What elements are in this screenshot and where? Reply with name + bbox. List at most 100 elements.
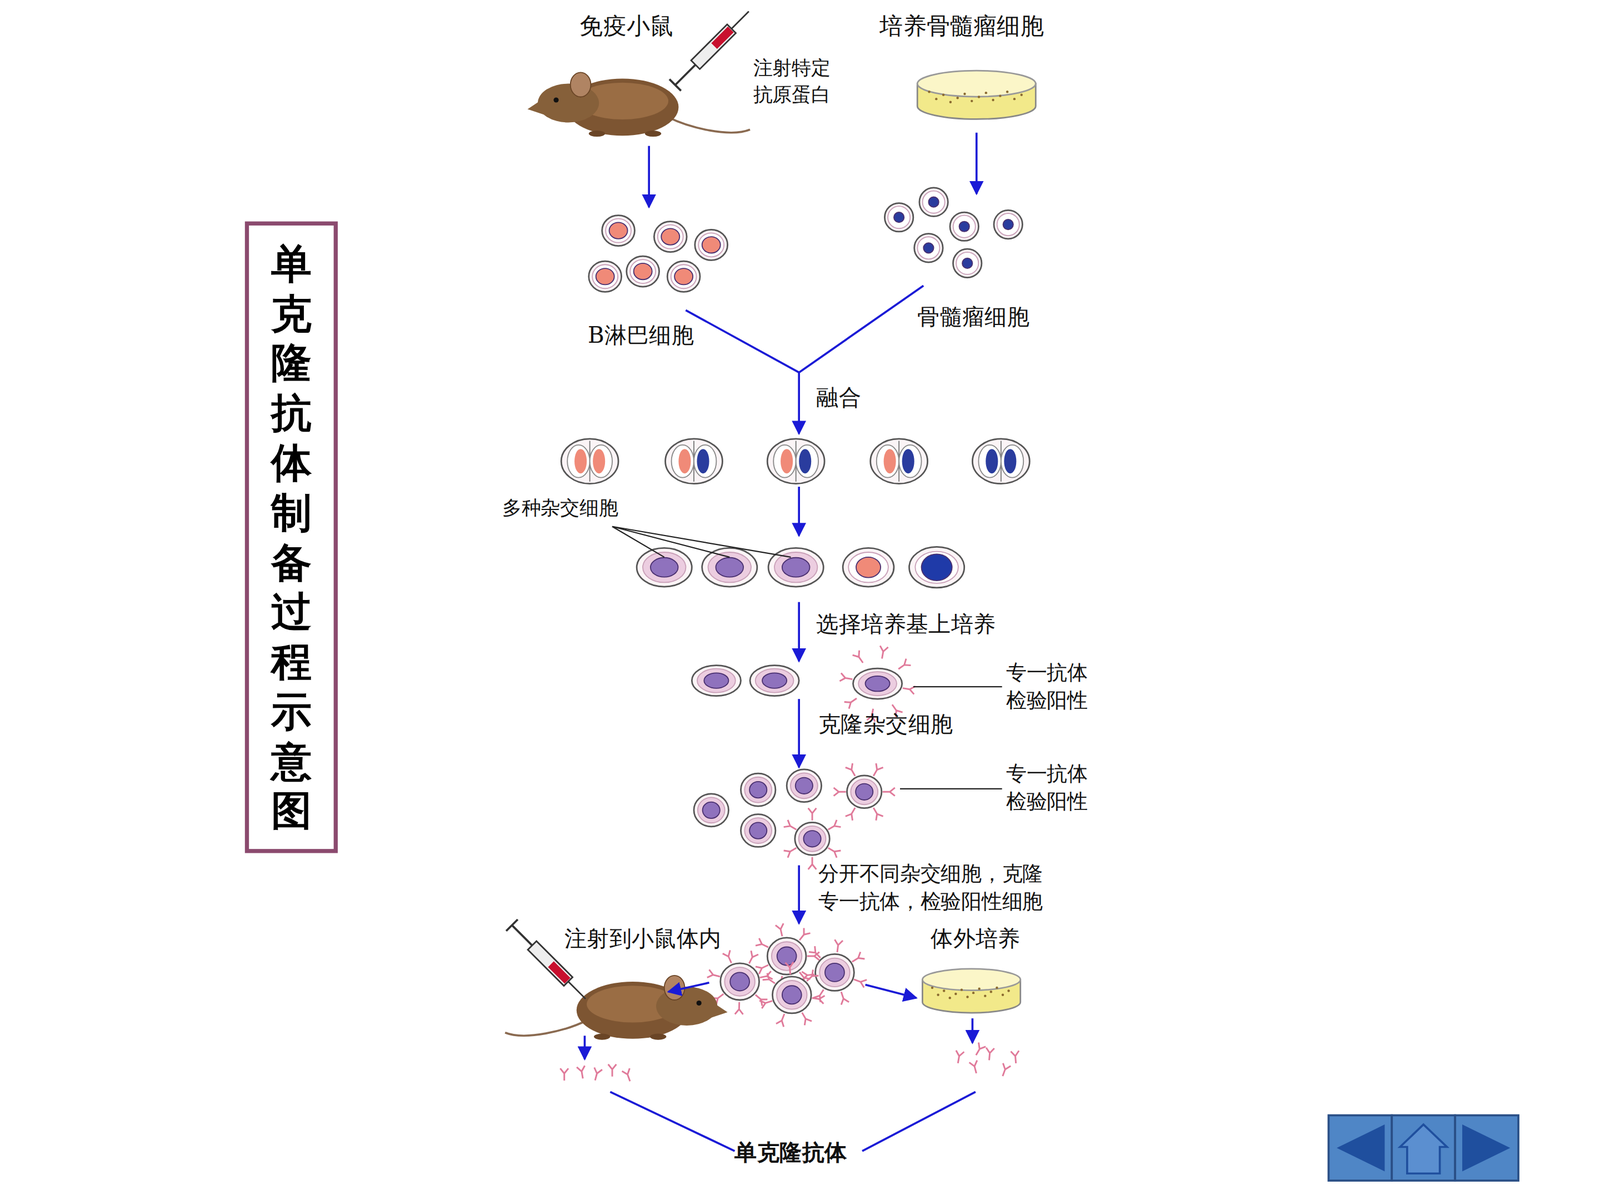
antibody — [1010, 1050, 1020, 1064]
cell — [691, 665, 741, 697]
antibody — [783, 820, 799, 834]
antibody — [850, 951, 865, 965]
antibody — [755, 961, 770, 974]
cell — [720, 963, 760, 1000]
step-label: 注射到小鼠体内 — [564, 923, 722, 954]
antibody — [852, 650, 867, 665]
antibody — [826, 844, 841, 858]
antibody — [707, 969, 722, 981]
mouse — [527, 72, 750, 137]
antibody — [755, 938, 770, 952]
antibody — [833, 787, 847, 797]
cell — [853, 668, 903, 699]
leader-line — [900, 788, 1003, 790]
flow-arrow — [975, 132, 978, 194]
vertical-title: 单克隆抗体制备过程示意图 — [270, 238, 313, 837]
antibody — [985, 1047, 995, 1061]
antibody — [826, 820, 841, 834]
mouse — [505, 975, 728, 1040]
antibody — [870, 763, 884, 778]
step-label: 融合 — [816, 382, 862, 414]
cell — [919, 187, 948, 217]
step-label: 单克隆抗体 — [734, 1137, 847, 1169]
antibody — [785, 962, 795, 975]
cell — [653, 221, 687, 253]
antibody — [808, 808, 817, 821]
cell — [636, 547, 692, 587]
step-label: 选择培养基上培养 — [816, 609, 996, 640]
flow-line — [610, 1091, 735, 1152]
antibody — [608, 1064, 617, 1077]
cell — [695, 229, 728, 260]
antibody — [998, 1063, 1011, 1078]
antibody — [803, 969, 819, 984]
cell — [667, 261, 700, 292]
cell — [842, 547, 894, 587]
fused-cell — [870, 438, 928, 484]
antibody — [798, 1010, 812, 1025]
step-label: 体外培养 — [930, 923, 1021, 954]
cell — [702, 547, 758, 587]
cell — [740, 814, 775, 848]
cell — [768, 547, 824, 587]
cell — [950, 212, 979, 241]
antibody — [845, 805, 859, 820]
flow-arrow — [668, 982, 709, 993]
petri-dish — [922, 968, 1020, 1013]
flow-arrow — [865, 984, 917, 998]
step-label: B淋巴细胞 — [587, 320, 694, 352]
flow-line — [862, 1091, 976, 1152]
cell — [795, 822, 830, 855]
antibody — [762, 973, 778, 988]
cell — [914, 233, 943, 263]
antibody — [775, 923, 787, 938]
step-label: 多种杂交细胞 — [502, 495, 619, 522]
step-label: 免疫小鼠 — [579, 10, 674, 42]
antibody — [811, 993, 825, 1004]
cell — [815, 953, 855, 991]
antibody — [796, 927, 810, 943]
flow-line — [798, 285, 924, 373]
cell — [767, 937, 807, 975]
cell — [884, 203, 913, 232]
antibody — [953, 1050, 964, 1064]
flow-line — [685, 310, 799, 373]
leader-line — [612, 526, 791, 558]
cell — [786, 769, 822, 803]
leader-line — [612, 526, 730, 558]
leader-line — [913, 686, 1003, 688]
antibody — [722, 950, 735, 965]
fused-cell — [767, 438, 825, 484]
antibody — [759, 997, 774, 1009]
antibody — [591, 1067, 603, 1082]
antibody — [839, 673, 853, 684]
antibody — [745, 950, 759, 965]
flow-arrow — [797, 486, 800, 536]
antibody — [776, 1012, 789, 1027]
step-label: 专一抗体 检验阳性 — [1006, 760, 1094, 815]
cell — [693, 793, 729, 827]
cell — [626, 256, 660, 287]
antibody — [870, 805, 884, 820]
petri-dish — [917, 70, 1036, 119]
fused-cell — [561, 438, 619, 484]
antibody — [783, 844, 799, 858]
step-label: 培养骨髓瘤细胞 — [879, 10, 1044, 42]
antibody — [576, 1065, 587, 1079]
flow-arrow — [583, 1035, 587, 1059]
flow-arrow — [797, 698, 800, 768]
flow-arrow — [797, 372, 800, 434]
cell — [772, 976, 812, 1014]
step-label: 注射特定 抗原蛋白 — [753, 55, 837, 108]
antibody — [969, 1060, 981, 1075]
antibody — [560, 1068, 569, 1081]
cell — [993, 210, 1023, 239]
nav-buttons — [1328, 1115, 1519, 1182]
syringe — [669, 5, 755, 91]
cell — [846, 775, 882, 809]
fused-cell — [665, 438, 723, 484]
cell — [588, 261, 622, 292]
antibody — [852, 975, 867, 988]
